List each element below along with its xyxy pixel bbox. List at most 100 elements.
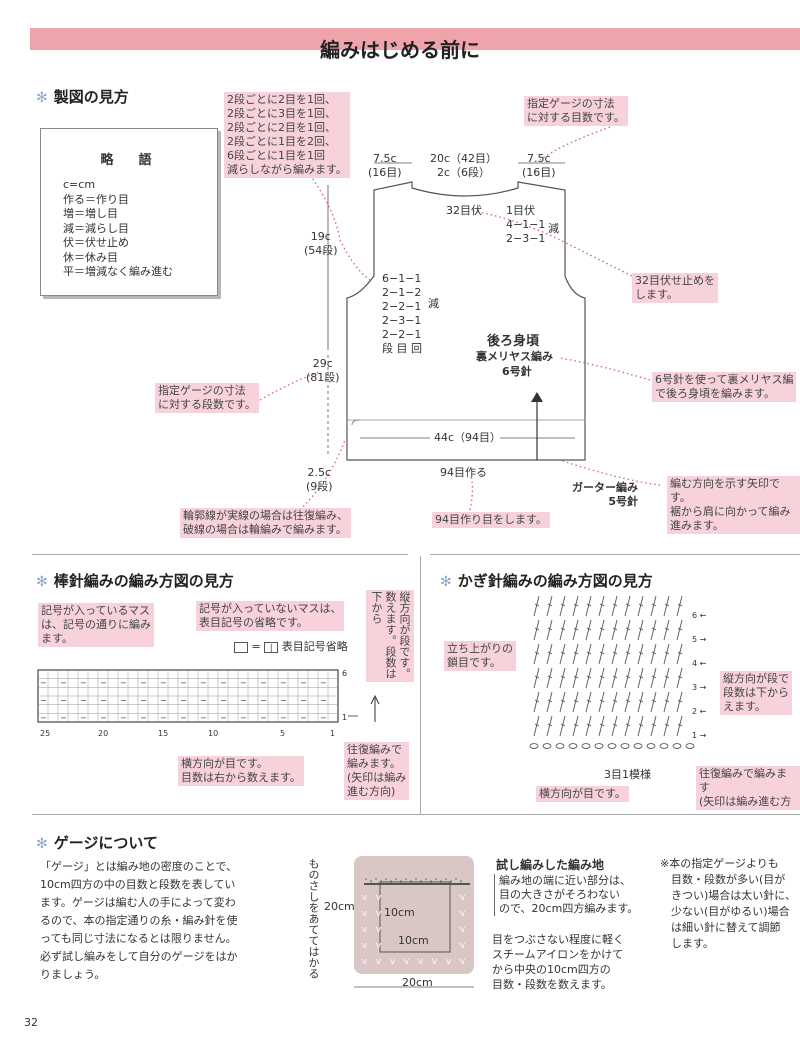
svg-text:ｖ: ｖ xyxy=(458,909,467,919)
svg-text:−: − xyxy=(220,696,227,705)
outer-width: 20cm xyxy=(402,976,433,989)
gauge-side-note: ※本の指定ゲージよりも 目数・段数が多い(目が きつい)場合は太い針に、 少ない… xyxy=(660,857,796,950)
page-title: 編みはじめる前に xyxy=(320,38,480,62)
svg-text:ｖ: ｖ xyxy=(444,957,453,967)
note-empty-cell: 記号が入っていないマスは、 表目記号の省略です。 xyxy=(196,601,345,631)
inner-width: 10cm xyxy=(398,934,429,947)
svg-text:−: − xyxy=(240,713,247,722)
svg-text:−: − xyxy=(280,713,287,722)
column-number: 10 xyxy=(208,729,218,738)
title-banner xyxy=(30,28,800,50)
svg-text:ｖ: ｖ xyxy=(360,925,369,935)
note-needle: 6号針を使って裏メリヤス編 で後ろ身頃を編みます。 xyxy=(652,372,797,402)
svg-text:−: − xyxy=(140,679,147,688)
abbreviation-item: c=cm xyxy=(63,178,96,191)
neck-decrease-table: 1目伏 4−1−1 2−3−1 xyxy=(506,204,546,245)
asterisk-icon: ✻ xyxy=(36,90,48,106)
abbreviation-item: 伏＝伏せ止め xyxy=(63,236,129,249)
svg-text:−: − xyxy=(160,713,167,722)
column-number: 25 xyxy=(40,729,50,738)
section-title-gauge: ✻ゲージについて xyxy=(36,834,158,852)
svg-text:−: − xyxy=(120,713,127,722)
armhole-height-dim: 19c (54段) xyxy=(304,230,338,257)
svg-text:ｖ: ｖ xyxy=(360,941,369,951)
crochet-row-number: 6 ← xyxy=(692,611,707,620)
swatch xyxy=(354,856,474,974)
svg-text:−: − xyxy=(260,679,267,688)
arrow-head-icon xyxy=(531,392,543,402)
shoulder-right-dim: 7.5c (16目) xyxy=(522,152,556,179)
ruler-caption: ものさしをあててはかる xyxy=(307,858,320,979)
schematic-diagram xyxy=(259,126,661,511)
hem-height-dim: 2.5c (9段) xyxy=(306,466,333,493)
svg-text:−: − xyxy=(300,679,307,688)
neck-decrease-mark: 減 xyxy=(548,222,559,235)
svg-text:−: − xyxy=(40,713,47,722)
svg-text:−: − xyxy=(200,696,207,705)
svg-text:−: − xyxy=(160,679,167,688)
row-number-bottom: 1 xyxy=(342,713,347,722)
armhole-decrease-mark: 減 xyxy=(428,297,439,310)
armhole-decrease-table: 6−1−1 2−1−2 2−2−1 2−3−1 2−2−1 段 目 回 xyxy=(382,272,422,355)
svg-text:−: − xyxy=(200,713,207,722)
note-symbol: 記号が入っているマス は、記号の通りに編み ます。 xyxy=(38,603,154,647)
abbreviation-item: 減＝減らし目 xyxy=(63,221,129,235)
svg-text:−: − xyxy=(240,696,247,705)
column-number: 15 xyxy=(158,729,168,738)
shoulder-left-dim: 7.5c (16目) xyxy=(368,152,402,179)
svg-text:−: − xyxy=(100,679,107,688)
outer-height: 20cm xyxy=(324,900,355,913)
inner-height: 10cm xyxy=(384,906,415,919)
garter-label: ガーター編み 5号針 xyxy=(572,481,638,508)
svg-text:−: − xyxy=(100,696,107,705)
gauge-description: 「ゲージ」とは編み地の密度のことで、 10cm四方の中の目数と段数を表してい ま… xyxy=(40,860,238,981)
row-number-top: 6 xyxy=(342,669,347,678)
note-cast-on: 94目作り目をします。 xyxy=(432,512,550,528)
svg-text:−: − xyxy=(320,713,327,722)
note-reverse: 往復編みで 編みます。 (矢印は編み 進む方向) xyxy=(344,742,410,800)
legend: = | 表目記号省略 xyxy=(234,640,348,654)
abbreviation-item: 増＝増し目 xyxy=(63,207,118,220)
column-number: 1 xyxy=(330,729,335,738)
divider xyxy=(32,814,800,815)
asterisk-icon: ✻ xyxy=(440,574,452,590)
note-outline: 輪郭線が実線の場合は往復編み、 破線の場合は輪編みで編みます。 xyxy=(180,508,351,538)
svg-text:−: − xyxy=(160,696,167,705)
svg-text:−: − xyxy=(80,696,87,705)
body-outline xyxy=(346,181,586,461)
knit-chart: −−−−−−−−−−−−−−−−−−−−−−−−−−−−−−−−−−−−−−−−… xyxy=(37,669,380,738)
stitch-name: 裏メリヤス編み xyxy=(476,350,553,363)
svg-text:−: − xyxy=(220,679,227,688)
note-crochet-vertical: 縦方向が段で 段数は下から えます。 xyxy=(720,671,792,715)
svg-text:−: − xyxy=(140,713,147,722)
svg-text:ｖ: ｖ xyxy=(374,893,383,903)
piece-name: 後ろ身頃 xyxy=(487,334,540,349)
svg-text:−: − xyxy=(220,713,227,722)
crochet-row-number: 1 → xyxy=(692,731,707,740)
swatch-note-2: 目をつぶさない程度に軽く スチームアイロンをかけて から中央の10cm四方の 目… xyxy=(492,933,624,991)
svg-text:−: − xyxy=(140,696,147,705)
section-title-text: 製図の見方 xyxy=(53,88,129,106)
crochet-row-number: 2 ← xyxy=(692,707,707,716)
note-crochet-horizontal: 横方向が目です。 xyxy=(536,786,629,802)
svg-text:−: − xyxy=(200,679,207,688)
empty-cell-icon xyxy=(234,641,248,653)
svg-text:ｖ: ｖ xyxy=(458,941,467,951)
svg-text:−: − xyxy=(260,713,267,722)
note-gauge-stitch: 指定ゲージの寸法 に対する目数です。 xyxy=(524,96,628,126)
crochet-row-number: 3 → xyxy=(692,683,707,692)
svg-text:ｖ: ｖ xyxy=(416,957,425,967)
svg-text:ｖ: ｖ xyxy=(374,941,383,951)
svg-text:ｖ: ｖ xyxy=(402,957,411,967)
svg-text:−: − xyxy=(180,679,187,688)
swatch-note: 編み地の端に近い部分は、 目の大きさがそろわない ので、20cm四方編みます。 xyxy=(494,874,638,916)
svg-text:ｖ: ｖ xyxy=(374,909,383,919)
page-number: 32 xyxy=(24,1016,38,1029)
abbreviation-title: 略 語 xyxy=(100,153,158,168)
svg-text:ｖ: ｖ xyxy=(360,909,369,919)
note-arrow-direction: 編む方向を示す矢印です。 裾から肩に向かって編み 進みます。 xyxy=(667,476,800,534)
asterisk-icon: ✻ xyxy=(36,836,48,852)
knit-stitch-icon: | xyxy=(264,641,279,653)
